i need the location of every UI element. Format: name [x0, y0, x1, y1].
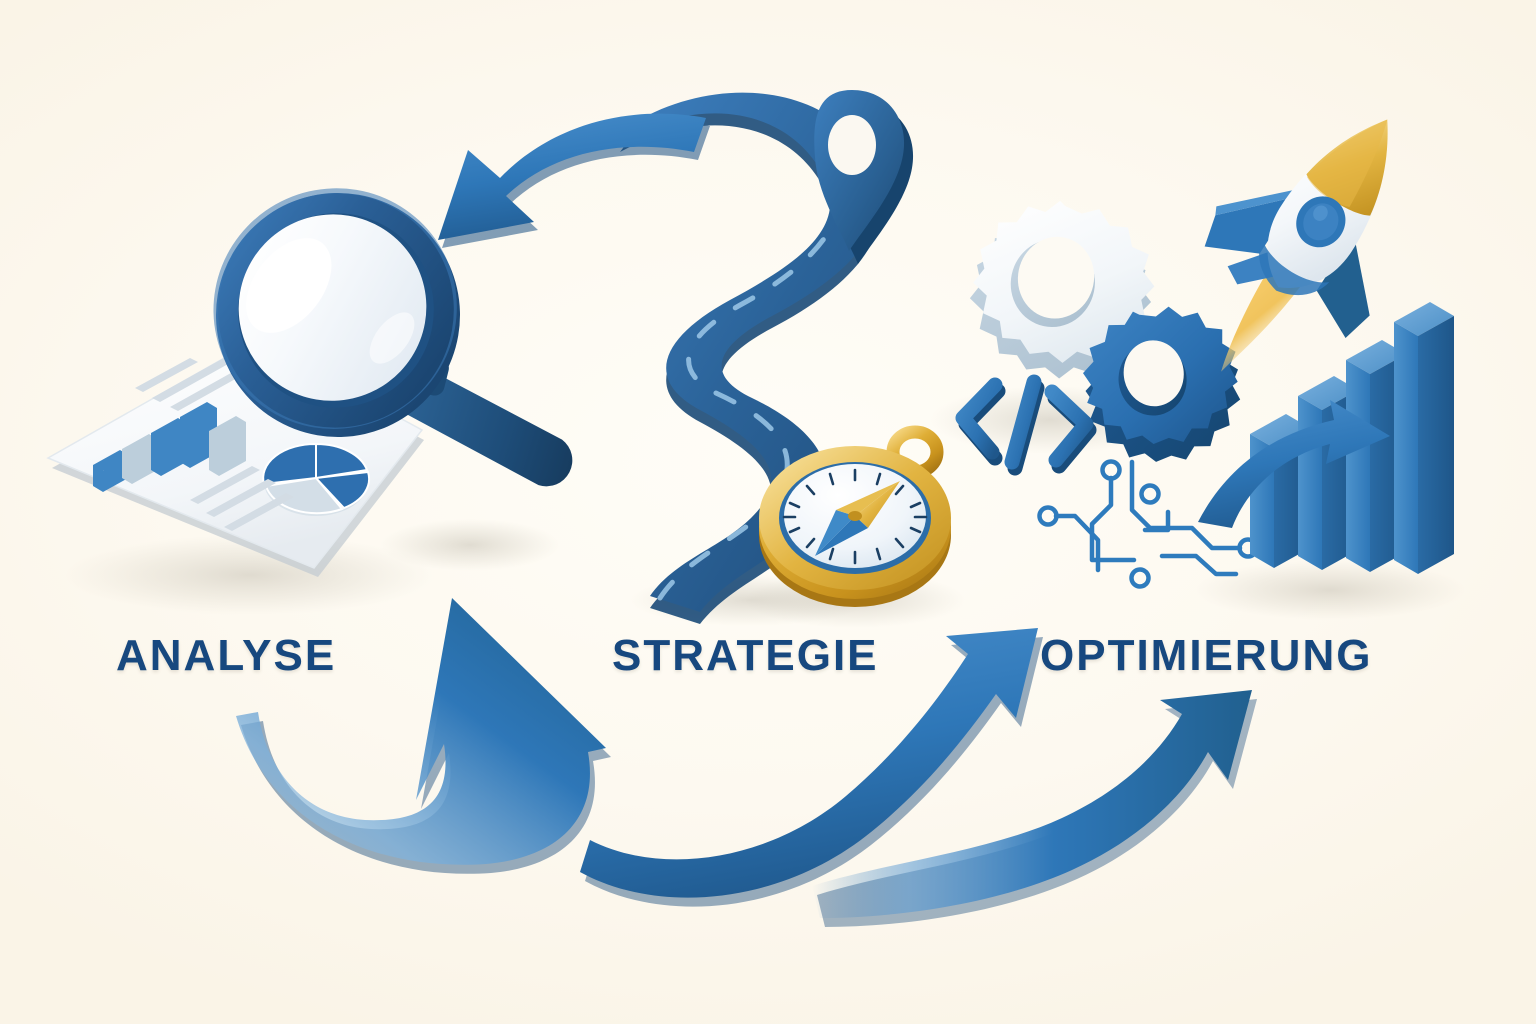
code-brackets-icon	[955, 374, 1097, 476]
compass-ticks	[782, 468, 928, 565]
card-text-lines-bottom	[190, 466, 294, 531]
stage-label-optimierung: OPTIMIERUNG	[1040, 631, 1373, 680]
compass-icon	[759, 425, 951, 607]
stage-label-analyse: ANALYSE	[116, 631, 337, 680]
growth-bar-chart-icon	[1198, 302, 1454, 574]
location-pin-icon	[814, 90, 914, 264]
arrow-bottom-to-optimierung	[812, 690, 1257, 927]
card-bar-chart	[93, 402, 246, 492]
arrow-strategie-to-optimierung	[580, 628, 1043, 907]
gear-blue-icon	[1083, 306, 1241, 462]
card-pie-chart	[262, 442, 371, 516]
arrow-analyse-to-strategie	[236, 598, 611, 874]
magnifying-glass-icon	[213, 188, 573, 487]
rocket-fin-right	[1316, 233, 1370, 339]
connector-arrows	[236, 113, 1257, 927]
stage-label-strategie: STRATEGIE	[612, 631, 879, 680]
rocket-fin-left	[1204, 196, 1297, 254]
rocket-fin-left-edge	[1215, 189, 1297, 216]
arrow-top-to-analyse	[438, 113, 710, 248]
circuit-traces-icon	[1037, 459, 1259, 589]
growth-bar-4	[1394, 302, 1454, 574]
strategie-icon-group	[620, 90, 951, 624]
rocket-flame	[1221, 267, 1300, 372]
growth-trend-arrow	[1198, 400, 1390, 528]
optimierung-icon-group	[955, 119, 1454, 589]
analyse-icon-group	[46, 188, 573, 577]
road-center-dashes	[657, 157, 844, 601]
compass-needle	[815, 481, 900, 556]
rocket-icon	[1204, 119, 1388, 372]
